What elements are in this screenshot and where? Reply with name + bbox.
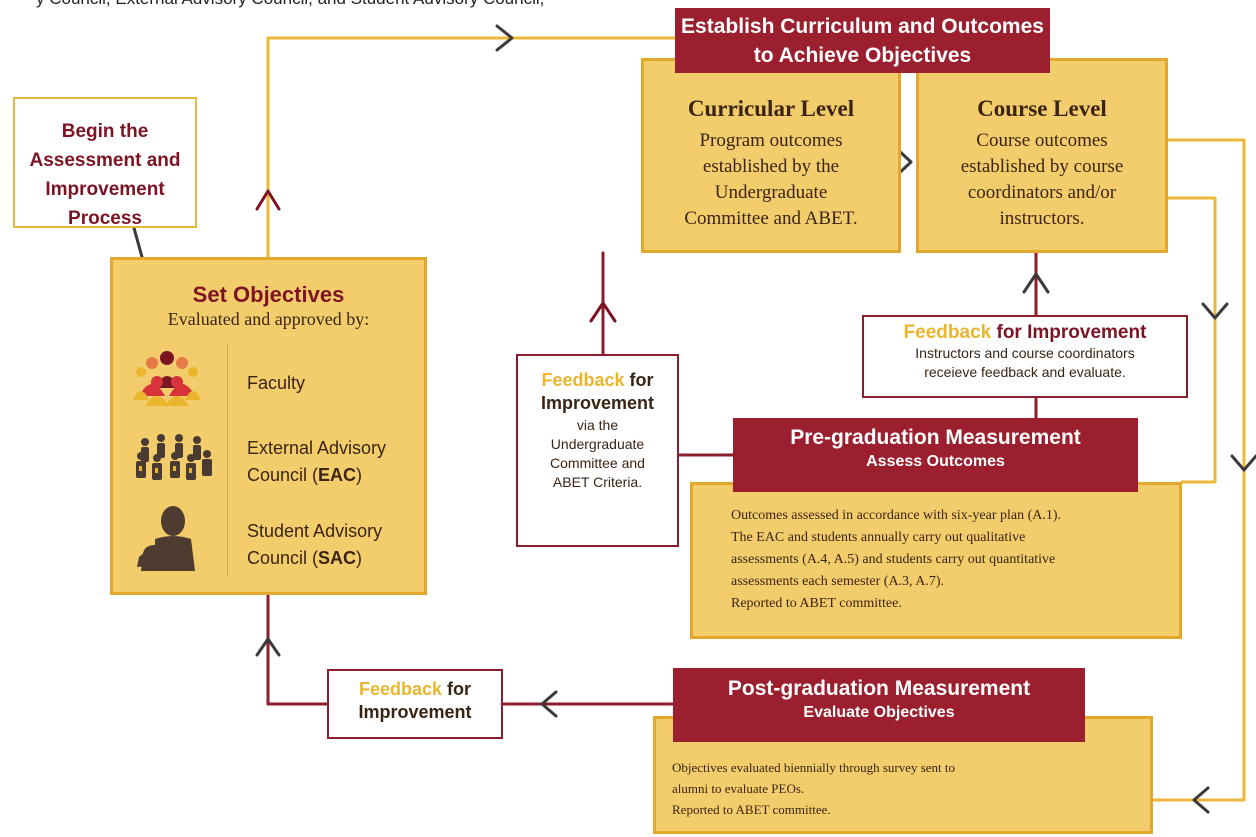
chevron-right-icon-curricular-course xyxy=(894,146,913,178)
pre-graduation-details: Outcomes assessed in accordance with six… xyxy=(690,482,1182,639)
student-silhouette-icon xyxy=(137,506,195,571)
pre-graduation-banner: Pre-graduation Measurement Assess Outcom… xyxy=(733,418,1138,492)
gold-line-up-to-establish xyxy=(266,36,677,259)
chevron-left-icon-bottom xyxy=(540,690,558,718)
chevron-down-icon-right-outer xyxy=(1230,454,1256,472)
set-objectives-title: Set Objectives xyxy=(192,282,345,307)
chevron-left-icon-postgrad xyxy=(1192,786,1210,814)
feedback-bottom-box: Feedback for Improvement xyxy=(327,669,503,739)
begin-process-box: Begin the Assessment and Improvement Pro… xyxy=(13,97,197,229)
member-student-advisory-council: Student Advisory Council (SAC) xyxy=(247,521,383,568)
gold-line-course-to-pregrad xyxy=(1166,196,1217,484)
feedback-course-box: Feedback for Improvement Instructors and… xyxy=(862,315,1188,398)
curricular-level-title: Curricular Level xyxy=(687,96,855,121)
begin-connector-line xyxy=(132,226,144,259)
chevron-up-icon-curricular xyxy=(589,301,617,323)
post-graduation-banner: Post-graduation Measurement Evaluate Obj… xyxy=(673,668,1085,742)
chevron-up-icon-bottom xyxy=(255,637,281,657)
cropped-top-text: y Council, External Advisory Council, an… xyxy=(0,0,1256,8)
set-objectives-box: Set Objectives Evaluated and approved by… xyxy=(110,257,427,595)
divider xyxy=(227,344,228,576)
set-objectives-subtitle: Evaluated and approved by: xyxy=(167,309,370,329)
member-faculty: Faculty xyxy=(247,373,306,393)
curricular-level-text: Program outcomes established by the Unde… xyxy=(684,130,858,229)
faculty-group-icon xyxy=(133,351,201,406)
feedback-undergraduate-box: Feedback for Improvement via the Undergr… xyxy=(516,354,679,547)
course-level-text: Course outcomes established by course co… xyxy=(960,130,1124,229)
chevron-up-icon-setobj xyxy=(255,189,281,211)
maroon-line-fbbottom-to-setobj xyxy=(266,593,329,706)
chevron-down-icon-right-inner xyxy=(1201,302,1229,320)
course-level-title: Course Level xyxy=(977,96,1107,121)
course-level-box: Course Level Course outcomes established… xyxy=(916,58,1168,253)
chevron-right-icon-establish xyxy=(495,24,514,52)
establish-curriculum-banner: Establish Curriculum and Outcomes to Ach… xyxy=(675,8,1050,73)
curricular-level-box: Curricular Level Program outcomes establ… xyxy=(641,58,901,253)
member-external-advisory-council: External Advisory Council (EAC) xyxy=(247,438,387,485)
advisory-council-icon xyxy=(136,434,212,480)
chevron-up-icon-course xyxy=(1022,272,1050,294)
